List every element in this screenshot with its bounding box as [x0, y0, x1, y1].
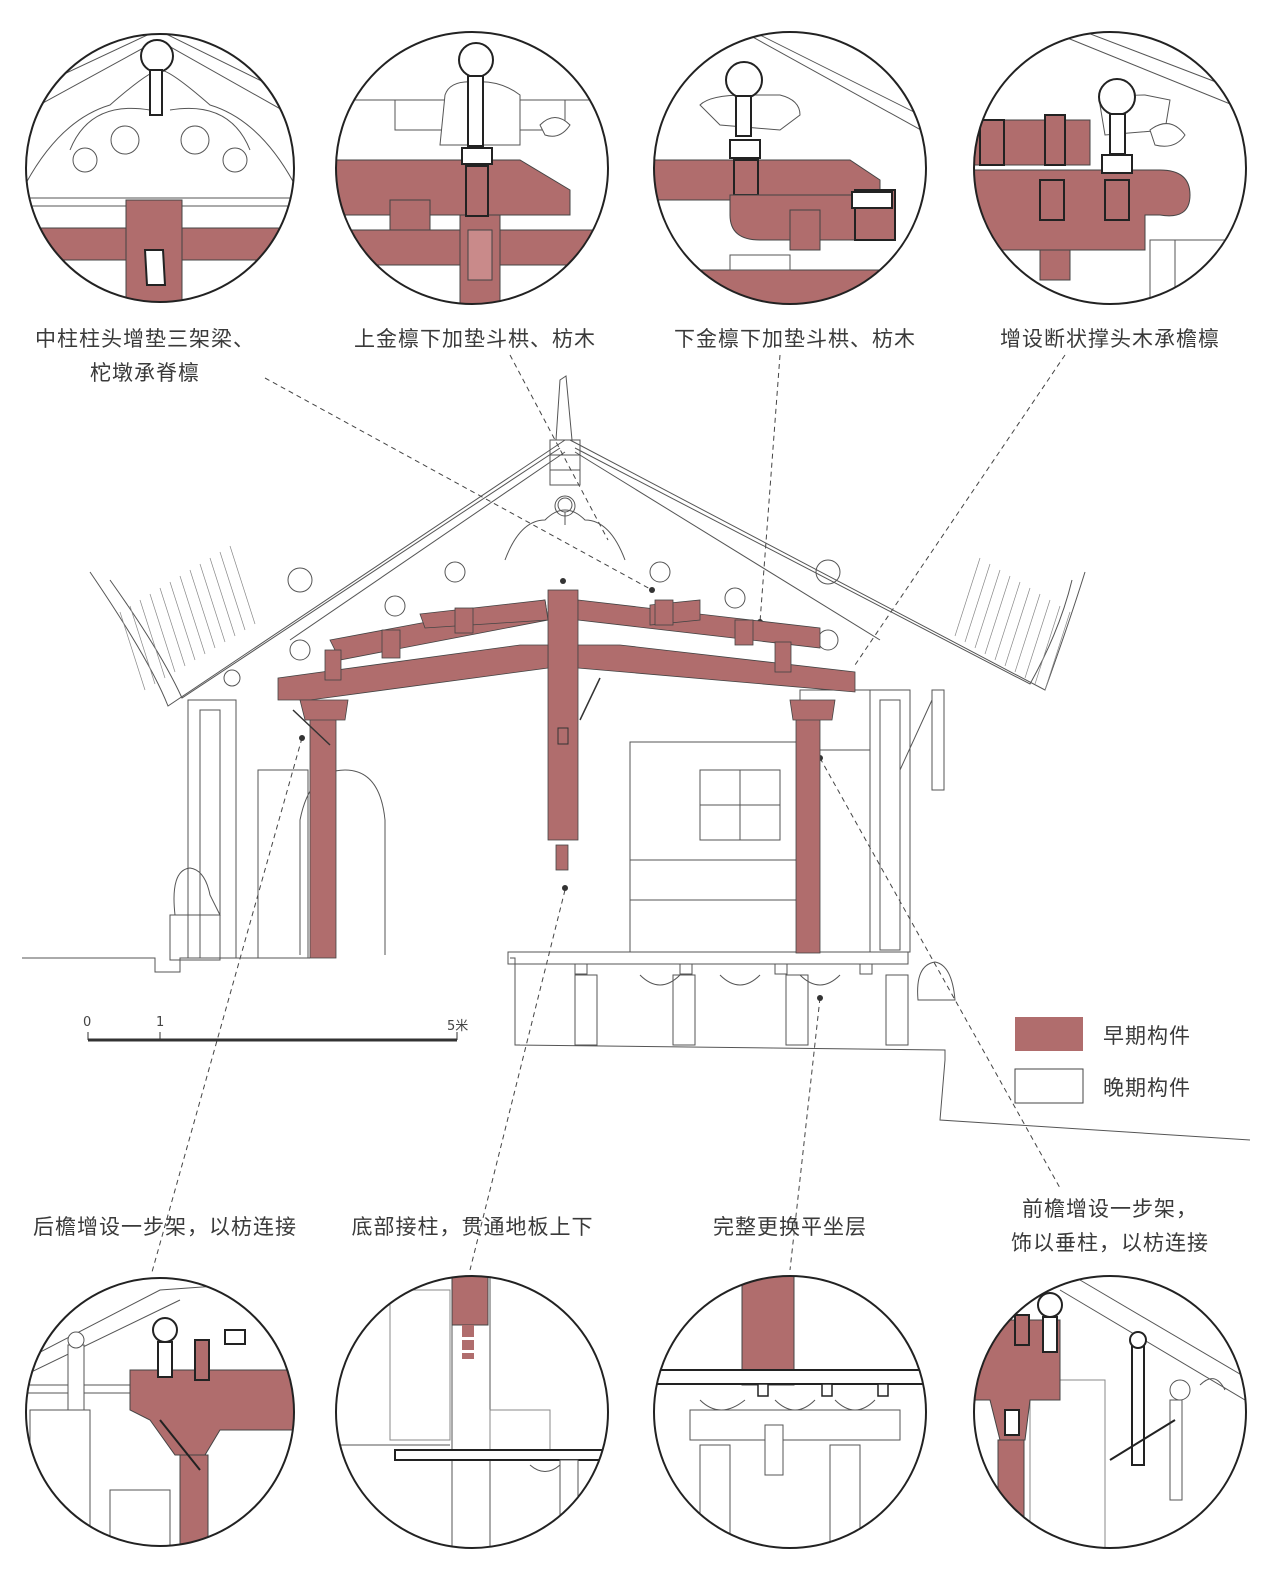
legend-label-early: 早期构件 — [1103, 1024, 1191, 1048]
detail-circle-7 — [654, 1276, 926, 1548]
scale-tick-1: 1 — [156, 1015, 165, 1030]
detail-circle-5 — [26, 1278, 294, 1546]
callout-top-4: 增设断状撑头木承檐檩 — [1000, 327, 1220, 351]
leader-line-3 — [759, 354, 781, 623]
leader-line-5 — [151, 737, 303, 1273]
callout-bottom-2: 底部接柱，贯通地板上下 — [351, 1215, 594, 1239]
main-section — [22, 375, 1251, 1141]
detail-circle-1 — [26, 34, 294, 302]
early-members-main — [277, 589, 856, 959]
callout-bottom-4: 前檐增设一步架， 饰以垂柱，以枋连接 — [1011, 1197, 1209, 1255]
detail-circle-6 — [336, 1276, 608, 1548]
leader-line-6 — [469, 889, 566, 1271]
leader-line-1 — [264, 377, 653, 591]
detail-circle-8 — [974, 1276, 1246, 1548]
legend-swatch-early — [1015, 1017, 1083, 1051]
scale-bar — [87, 1032, 458, 1042]
leader-lines — [151, 354, 1066, 1273]
callout-bottom-1: 后檐增设一步架，以枋连接 — [33, 1215, 297, 1239]
leader-line-2 — [509, 354, 609, 541]
legend-swatch-late — [1014, 1068, 1084, 1104]
callout-top-3: 下金檩下加垫斗栱、枋木 — [674, 327, 916, 351]
leader-line-4 — [854, 354, 1066, 666]
legend-label-late: 晚期构件 — [1103, 1076, 1191, 1100]
callout-top-2: 上金檩下加垫斗栱、枋木 — [354, 327, 596, 351]
detail-circle-2 — [336, 32, 608, 304]
leader-line-8 — [819, 757, 1061, 1189]
callout-bottom-3: 完整更换平坐层 — [713, 1215, 867, 1239]
scale-tick-0: 0 — [83, 1015, 92, 1030]
callout-top-1: 中柱柱头增垫三架梁、 柁墩承脊檩 — [35, 327, 255, 385]
scale-tick-5: 5米 — [447, 1019, 469, 1034]
leader-line-7 — [789, 997, 821, 1271]
